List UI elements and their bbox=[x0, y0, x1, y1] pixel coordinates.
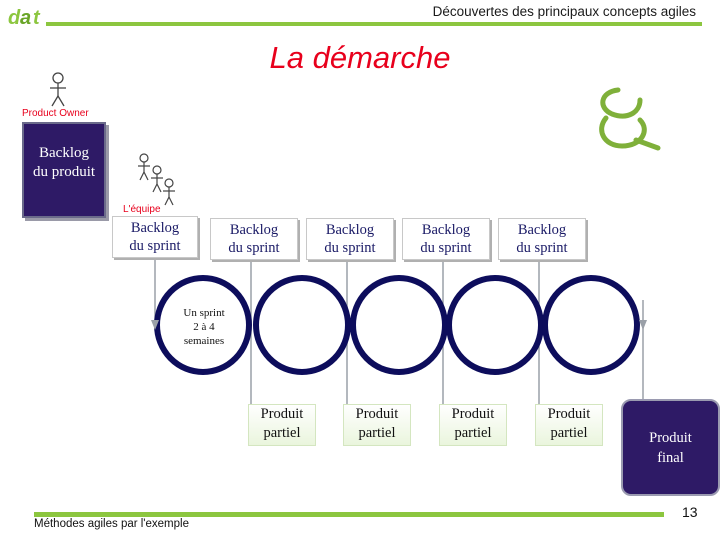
svg-text:t: t bbox=[33, 7, 41, 29]
sprint-backlog-card: Backlog du sprint bbox=[210, 218, 298, 260]
sprint-backlog-card: Backlog du sprint bbox=[402, 218, 490, 260]
sprint-loop bbox=[446, 275, 544, 375]
sprint-backlog-line2: du sprint bbox=[324, 240, 376, 256]
partial-product-card: Produit partiel bbox=[343, 404, 411, 446]
sprint-backlog-line1: Backlog bbox=[229, 222, 279, 238]
team-figures bbox=[138, 153, 175, 206]
loop-arrowheads bbox=[151, 320, 647, 330]
sprint-label-line3: semaines bbox=[183, 335, 225, 347]
partial-product-line2: partiel bbox=[550, 425, 588, 441]
final-product-card: Produit final bbox=[621, 399, 720, 496]
sprint-label-line2: 2 à 4 bbox=[193, 321, 215, 333]
sprint-backlog-line2: du sprint bbox=[228, 240, 280, 256]
header-title: Découvertes des principaux concepts agil… bbox=[432, 4, 696, 19]
slide-title: La démarche bbox=[269, 40, 451, 75]
footer-divider bbox=[34, 512, 664, 517]
header-divider bbox=[46, 22, 702, 26]
partial-product-line1: Produit bbox=[260, 406, 304, 422]
product-backlog-line1: Backlog bbox=[39, 145, 89, 161]
partial-product-card: Produit partiel bbox=[248, 404, 316, 446]
sprint-backlog-card: Backlog du sprint bbox=[498, 218, 586, 260]
partial-product-line1: Produit bbox=[355, 406, 399, 422]
sprint-label-line1: Un sprint bbox=[183, 307, 225, 319]
partial-product-line1: Produit bbox=[451, 406, 495, 422]
final-product-line2: final bbox=[657, 449, 684, 466]
partial-product-line2: partiel bbox=[263, 425, 301, 441]
sprint-backlog-line1: Backlog bbox=[325, 222, 375, 238]
logo: d a t bbox=[8, 7, 41, 29]
product-owner-label: Product Owner bbox=[22, 108, 89, 119]
product-backlog-line2: du produit bbox=[32, 164, 96, 180]
svg-text:d: d bbox=[8, 7, 21, 29]
sprint-duration-label: Un sprint 2 à 4 semaines bbox=[172, 306, 236, 348]
sprint-loop bbox=[253, 275, 351, 375]
sprint-backlog-line2: du sprint bbox=[420, 240, 472, 256]
partial-product-line2: partiel bbox=[454, 425, 492, 441]
final-product-line1: Produit bbox=[649, 429, 692, 446]
partial-product-card: Produit partiel bbox=[535, 404, 603, 446]
sprint-loop bbox=[350, 275, 448, 375]
svg-text:a: a bbox=[20, 7, 31, 29]
sprint-backlog-line1: Backlog bbox=[421, 222, 471, 238]
sprint-backlog-line2: du sprint bbox=[516, 240, 568, 256]
sprint-backlog-card: Backlog du sprint bbox=[306, 218, 394, 260]
footer-text: Méthodes agiles par l'exemple bbox=[34, 518, 189, 530]
sprint-backlog-line1: Backlog bbox=[517, 222, 567, 238]
product-owner-figure bbox=[50, 72, 66, 107]
swirl-ornament-icon bbox=[599, 87, 661, 151]
partial-product-line1: Produit bbox=[547, 406, 591, 422]
sprint-loop bbox=[542, 275, 640, 375]
partial-product-card: Produit partiel bbox=[439, 404, 507, 446]
partial-product-line2: partiel bbox=[358, 425, 396, 441]
sprint-backlog-card: Backlog du sprint bbox=[112, 216, 198, 258]
product-backlog-card: Backlog du produit bbox=[22, 122, 106, 218]
sprint-backlog-line1: Backlog bbox=[130, 220, 180, 236]
team-label: L'équipe bbox=[123, 204, 161, 215]
sprint-backlog-line2: du sprint bbox=[129, 238, 181, 254]
page-number: 13 bbox=[682, 504, 698, 520]
